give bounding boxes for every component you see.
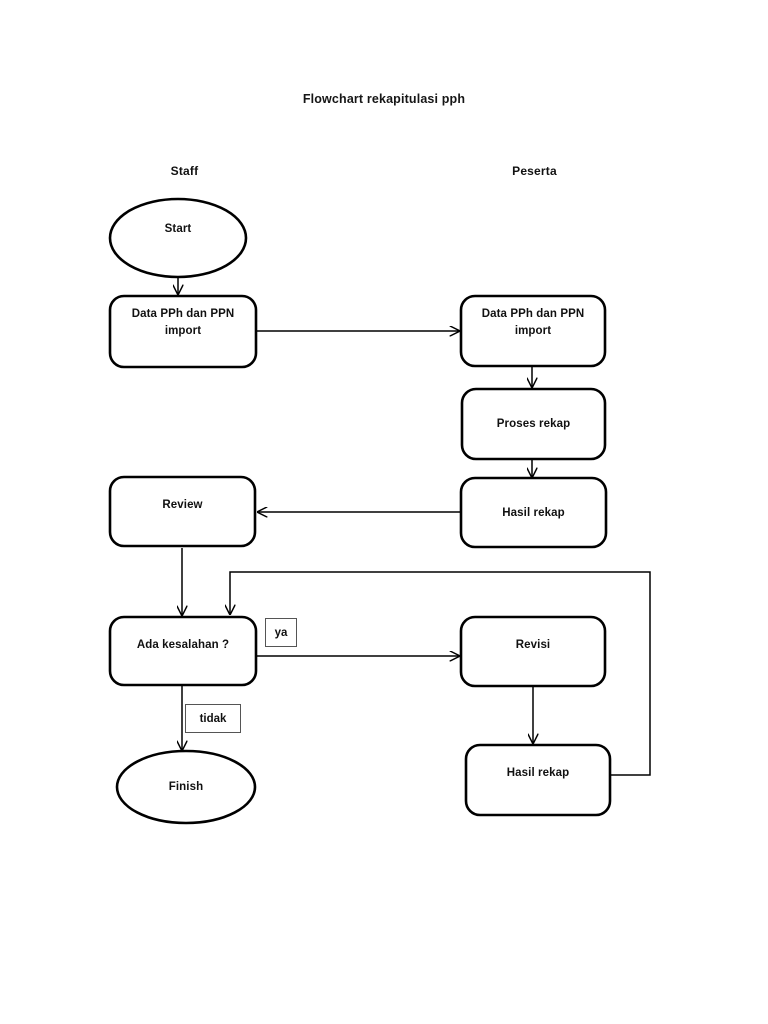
- node-decision-shape: [108, 615, 258, 687]
- node-data-right-shape: [459, 294, 607, 368]
- node-proses-rekap-shape: [460, 387, 607, 461]
- node-data-left-shape: [108, 294, 258, 369]
- node-review-shape: [108, 475, 257, 548]
- node-revisi-shape: [459, 615, 607, 688]
- lane-title-staff: Staff: [170, 164, 199, 178]
- lane-title-peserta: Peserta: [512, 164, 557, 178]
- node-hasil-rekap-1-shape: [459, 476, 608, 549]
- edge-label-tidak: tidak: [185, 704, 241, 733]
- node-hasil-rekap-2-shape: [464, 743, 612, 817]
- node-start-shape: [108, 197, 248, 279]
- connector-hasil-rekap-2-feedback-to-decision: [230, 571, 651, 776]
- edge-label-ya: ya: [265, 618, 297, 647]
- diagram-title: Flowchart rekapitulasi pph: [302, 92, 466, 106]
- node-finish-shape: [115, 749, 257, 825]
